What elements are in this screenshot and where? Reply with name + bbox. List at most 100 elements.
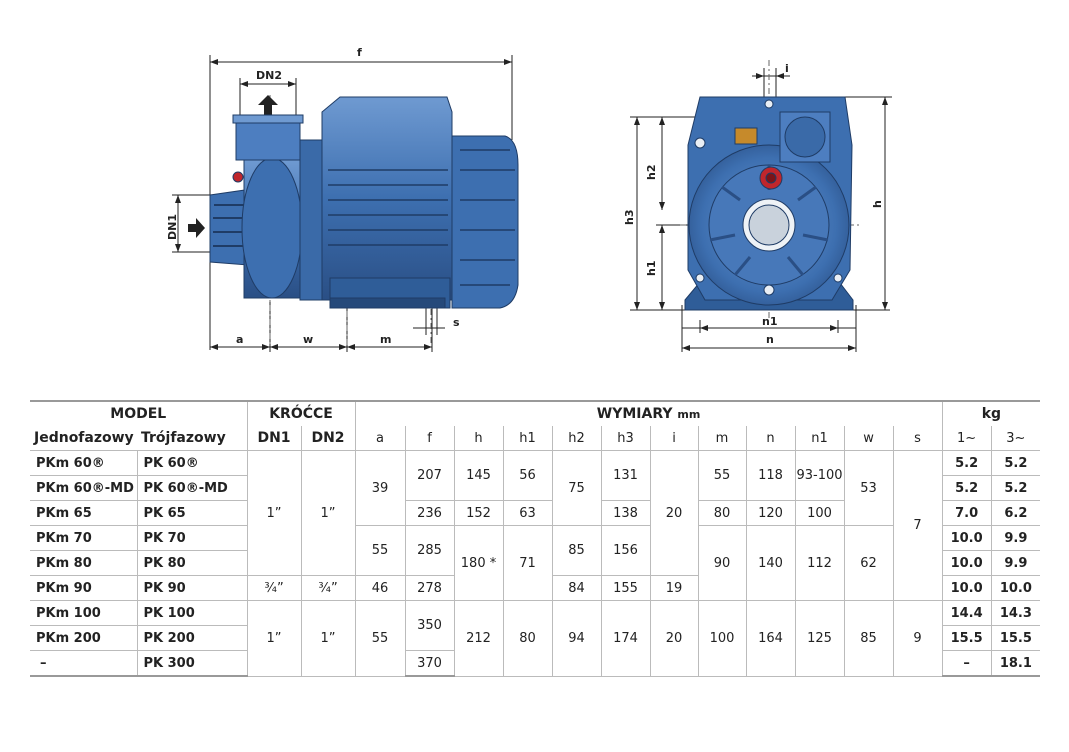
cell-n: 140 (745, 525, 796, 601)
cell-a: 39 (354, 450, 406, 526)
header-col-h3: h3 (600, 426, 651, 451)
table-row: PKm 60®-MD PK 60®-MD 5.2 5.2 (30, 475, 1041, 501)
cell-n: 118 (745, 450, 796, 501)
cell-kg3: 10.0 (990, 575, 1041, 601)
cell-w: 62 (843, 525, 894, 601)
cell-h: 212 (453, 600, 504, 677)
label-h1: h1 (645, 261, 658, 277)
header-kg: kg (941, 400, 1041, 426)
model-three: PK 100 (136, 600, 248, 626)
cell-m: 80 (697, 500, 747, 526)
header-col-h2: h2 (551, 426, 602, 451)
model-single: PKm 60®-MD (30, 475, 138, 501)
cell-h1: 80 (502, 600, 553, 677)
header-col-i: i (649, 426, 699, 451)
cell-n1: 100 (794, 500, 845, 526)
cell-i: 20 (649, 450, 699, 576)
cell-h2: 94 (551, 600, 602, 677)
pump-side-view: f DN2 DN1 a w m s (166, 46, 519, 352)
model-single: PKm 200 (30, 625, 138, 651)
header-col-s: s (892, 426, 943, 451)
header-wymiary: WYMIARY mm (354, 400, 943, 426)
cell-kg3: 9.9 (990, 525, 1041, 551)
label-w: w (303, 333, 313, 346)
header-model: MODEL (30, 400, 248, 426)
model-three: PK 60® (136, 450, 248, 476)
model-single: PKm 60® (30, 450, 138, 476)
table-row: PKm 80 PK 80 10.0 9.9 (30, 550, 1041, 576)
cell-n1: 125 (794, 600, 845, 677)
header-col-m: m (697, 426, 747, 451)
cell-kg1: 14.4 (941, 600, 992, 626)
model-single: PKm 80 (30, 550, 138, 576)
cell-n: 164 (745, 600, 796, 677)
model-single: PKm 100 (30, 600, 138, 626)
table-row: PKm 65 PK 65 236 152 63 138 80 120 100 7… (30, 500, 1041, 526)
cell-h1: 71 (502, 525, 553, 601)
cell-dn1: 1” (246, 450, 302, 576)
header-kg-1: 1~ (941, 426, 992, 451)
cell-n: 120 (745, 500, 796, 526)
cell-kg1: – (941, 650, 992, 677)
header-col-n1: n1 (794, 426, 845, 451)
cell-kg1: 5.2 (941, 450, 992, 476)
model-three: PK 60®-MD (136, 475, 248, 501)
cell-kg1: 15.5 (941, 625, 992, 651)
cell-m: 55 (697, 450, 747, 501)
header-col-w: w (843, 426, 894, 451)
table-row: – PK 300 370 – 18.1 (30, 650, 1041, 677)
header-row-2: Jednofazowy Trójfazowy DN1 DN2 a f h h1 … (30, 426, 1041, 451)
cell-h3: 174 (600, 600, 651, 677)
model-three: PK 200 (136, 625, 248, 651)
cell-h1: 56 (502, 450, 553, 501)
cell-h: 180 * (453, 525, 504, 601)
cell-m: 100 (697, 600, 747, 677)
cell-h2: 85 (551, 525, 602, 576)
pump-body-front (684, 96, 854, 311)
header-kg-3: 3~ (990, 426, 1041, 451)
cell-a: 55 (354, 600, 406, 677)
cell-h: 145 (453, 450, 504, 501)
label-a: a (236, 333, 243, 346)
header-col-n: n (745, 426, 796, 451)
cell-kg3: 15.5 (990, 625, 1041, 651)
header-dn1: DN1 (246, 426, 302, 451)
model-three: PK 80 (136, 550, 248, 576)
label-s: s (453, 316, 460, 329)
header-col-f: f (404, 426, 455, 451)
header-col-a: a (354, 426, 406, 451)
model-single: PKm 65 (30, 500, 138, 526)
spec-table: MODEL KRÓĆCE WYMIARY mm kg Jednofazowy T… (30, 400, 1041, 677)
label-h: h (871, 200, 884, 208)
cell-kg1: 10.0 (941, 550, 992, 576)
cell-f: 236 (404, 500, 455, 526)
label-n: n (766, 333, 774, 346)
cell-s: 9 (892, 600, 943, 677)
model-single: – (30, 650, 138, 677)
cell-f: 207 (404, 450, 455, 501)
cell-n1: 93-100 (794, 450, 845, 501)
cell-h2: 84 (551, 575, 602, 601)
label-m: m (380, 333, 391, 346)
header-dn2: DN2 (300, 426, 356, 451)
cell-dn1: 1” (246, 600, 302, 677)
cell-kg1: 7.0 (941, 500, 992, 526)
cell-f: 285 (404, 525, 455, 576)
cell-i: 19 (649, 575, 699, 601)
cell-h3: 138 (600, 500, 651, 526)
table-row: PKm 100 PK 100 1” 1” 55 350 212 80 94 17… (30, 600, 1041, 677)
cell-h: 152 (453, 500, 504, 526)
cell-dn2: ¾” (300, 575, 356, 601)
cell-kg1: 5.2 (941, 475, 992, 501)
cell-kg3: 9.9 (990, 550, 1041, 576)
model-three: PK 70 (136, 525, 248, 551)
cell-kg3: 14.3 (990, 600, 1041, 626)
pump-body-side (209, 96, 519, 309)
header-single-phase: Jednofazowy (30, 426, 137, 451)
label-dn1: DN1 (166, 214, 179, 240)
cell-n1: 112 (794, 525, 845, 601)
label-f: f (357, 46, 362, 59)
table-row: PKm 60® PK 60® 1” 1” 39 207 145 56 75 13… (30, 450, 1041, 601)
label-h3: h3 (623, 210, 636, 226)
header-krocce: KRÓĆCE (246, 400, 356, 426)
